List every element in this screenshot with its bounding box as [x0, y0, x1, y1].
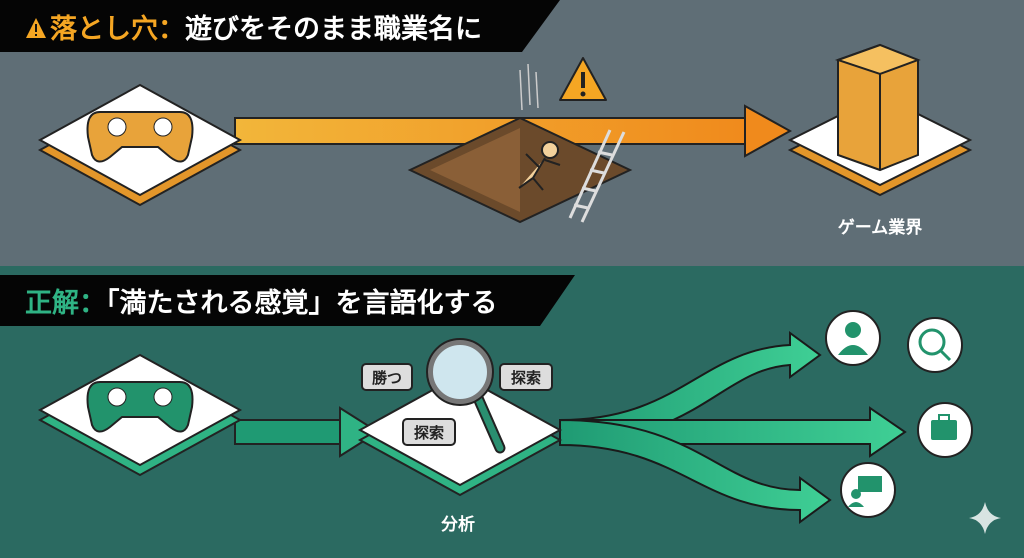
- warning-triangle-icon: [26, 18, 46, 38]
- game-industry-label: ゲーム業界: [838, 217, 923, 238]
- ladder-icon: [568, 129, 626, 223]
- building-tile: [787, 43, 973, 197]
- fall-motion-lines: [519, 63, 539, 111]
- falling-person-icon: [518, 141, 561, 191]
- career-presentation-icon: [840, 462, 896, 518]
- svg-text:勝つ: 勝つ: [372, 369, 402, 387]
- analysis-arrow: [234, 406, 380, 458]
- correct-banner: [0, 275, 575, 326]
- bubble-explore-right: 探索: [499, 363, 553, 391]
- pitfall-text: 遊びをそのまま職業名に: [185, 13, 482, 45]
- svg-text:探索: 探索: [414, 424, 444, 442]
- correct-title: 正解：「満たされる感覚」を言語化する: [25, 287, 498, 319]
- career-person-icon: [825, 310, 881, 366]
- analysis-label: 分析: [441, 514, 475, 535]
- office-building-icon: [834, 43, 921, 172]
- gamepad-icon: [86, 111, 194, 163]
- correct-text: 「満たされる感覚」を言語化する: [106, 287, 498, 319]
- branch-arrows: [559, 331, 907, 524]
- pitfall-title: 落とし穴：遊びをそのまま職業名に: [50, 13, 482, 45]
- branch-arrow-down: [559, 418, 832, 524]
- pitfall-banner: [0, 0, 560, 52]
- gamepad-icon: [86, 381, 194, 433]
- analysis-tile: [357, 373, 563, 497]
- bubble-explore-center: 探索: [402, 418, 456, 446]
- game-tile-pitfall: [37, 83, 243, 207]
- bubble-win: 勝つ: [361, 363, 413, 391]
- sparkle-icon: [969, 502, 1001, 534]
- pitfall-prefix: 落とし穴：: [50, 14, 185, 45]
- svg-text:探索: 探索: [511, 369, 541, 387]
- game-tile-correct: [37, 353, 243, 477]
- pit-warning-icon: [559, 57, 607, 101]
- correct-prefix: 正解：: [25, 288, 106, 319]
- pit-hole: [407, 63, 633, 224]
- career-search-chart-icon: [907, 317, 963, 373]
- career-briefcase-icon: [917, 402, 973, 458]
- magnifier-icon: [426, 338, 506, 454]
